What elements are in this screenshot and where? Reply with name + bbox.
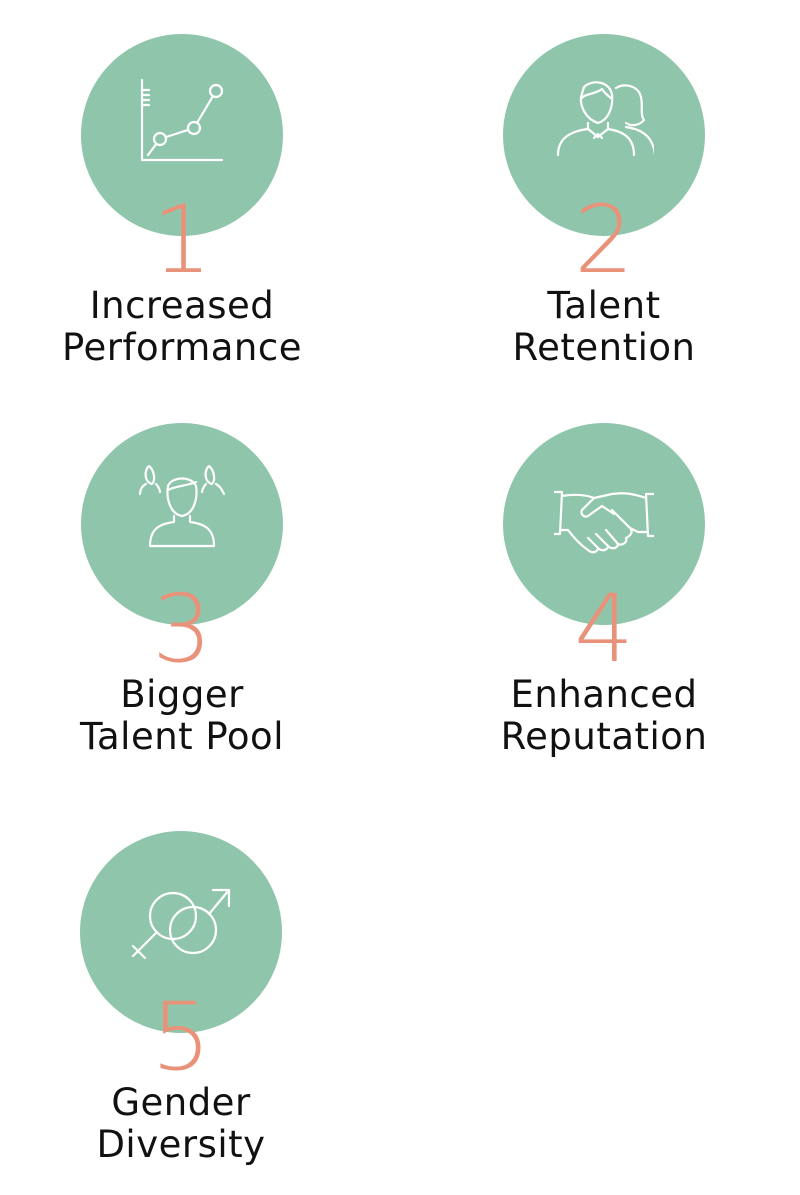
- person-group-icon: [138, 464, 226, 548]
- line-chart-icon: [140, 78, 224, 162]
- benefit-label-line: Increased: [89, 284, 275, 327]
- benefit-item-3: 3 Bigger Talent Pool: [0, 389, 382, 769]
- benefit-circle: [80, 831, 282, 1033]
- benefit-item-4: 4 Enhanced Reputation: [404, 389, 800, 769]
- gender-symbol-icon: [131, 888, 231, 960]
- benefit-label: Gender Diversity: [0, 1082, 381, 1166]
- benefit-item-5: 5 Gender Diversity: [0, 797, 381, 1177]
- benefit-label: Increased Performance: [0, 285, 382, 369]
- handshake-icon: [554, 490, 654, 554]
- benefit-circle: [503, 423, 705, 625]
- benefit-label: Talent Retention: [404, 285, 800, 369]
- benefit-item-2: 2 Talent Retention: [404, 0, 800, 380]
- people-icon: [556, 81, 654, 157]
- benefit-label-line: Talent: [547, 284, 661, 327]
- benefit-label-line: Talent Pool: [80, 715, 284, 758]
- benefit-label: Bigger Talent Pool: [0, 674, 382, 758]
- benefit-label-line: Enhanced: [510, 673, 698, 716]
- benefit-label-line: Gender: [111, 1081, 251, 1124]
- benefit-label-line: Performance: [62, 326, 302, 369]
- benefit-circle: [81, 34, 283, 236]
- benefit-number: 3: [152, 575, 212, 684]
- benefit-circle: [81, 423, 283, 625]
- benefit-label-line: Bigger: [120, 673, 244, 716]
- benefit-item-1: 1 Increased Performance: [0, 0, 382, 380]
- benefit-label-line: Retention: [512, 326, 696, 369]
- benefit-label-line: Reputation: [500, 715, 708, 758]
- benefit-circle: [503, 34, 705, 236]
- benefit-number: 5: [151, 983, 211, 1092]
- benefit-label-line: Diversity: [96, 1123, 266, 1166]
- benefit-number: 4: [574, 575, 634, 684]
- benefit-label: Enhanced Reputation: [404, 674, 800, 758]
- benefit-number: 2: [574, 186, 634, 295]
- benefit-number: 1: [152, 186, 212, 295]
